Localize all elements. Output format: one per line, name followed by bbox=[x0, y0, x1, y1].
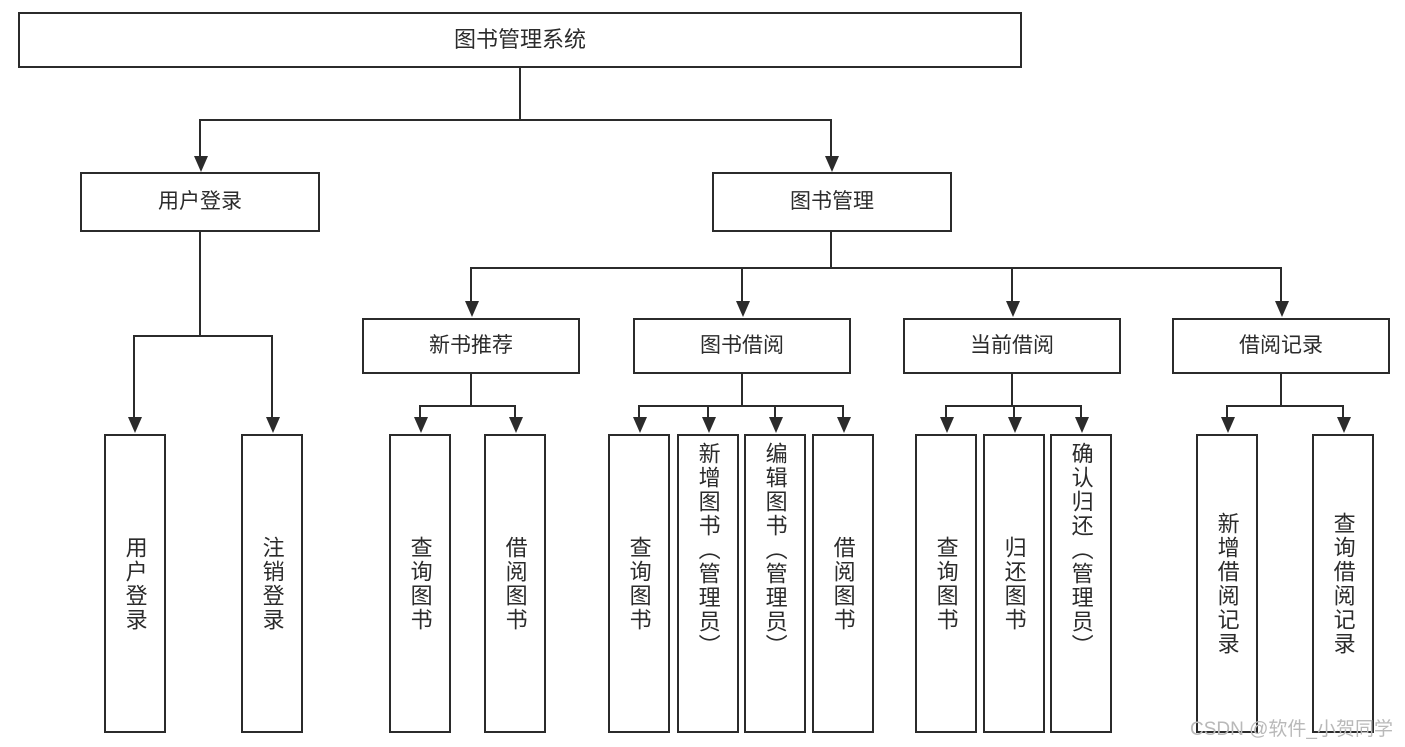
node-level3-3[interactable]: 借阅记录 bbox=[1172, 318, 1390, 374]
arrowhead-manage-1 bbox=[736, 301, 750, 317]
node-leaf-4[interactable]: 查询图书 bbox=[608, 434, 670, 733]
arrowhead-group-0-1 bbox=[509, 417, 523, 433]
node-leaf-7[interactable]: 借阅图书 bbox=[812, 434, 874, 733]
node-leaf-8[interactable]: 查询图书 bbox=[915, 434, 977, 733]
connector-group-2-drop-1 bbox=[1013, 405, 1015, 417]
connector-manage-drop-1 bbox=[741, 267, 743, 301]
node-leaf-9[interactable]: 归还图书 bbox=[983, 434, 1045, 733]
connector-login-drop-1 bbox=[271, 335, 273, 417]
arrowhead-group-1-0 bbox=[633, 417, 647, 433]
node-level3-0[interactable]: 新书推荐 bbox=[362, 318, 580, 374]
arrowhead-group-3-1 bbox=[1337, 417, 1351, 433]
node-level3-2[interactable]: 当前借阅 bbox=[903, 318, 1121, 374]
connector-group-1-stem bbox=[741, 374, 743, 406]
arrowhead-group-1-1 bbox=[702, 417, 716, 433]
arrowhead-login-1 bbox=[266, 417, 280, 433]
arrowhead-group-1-2 bbox=[769, 417, 783, 433]
node-level2-1[interactable]: 图书管理 bbox=[712, 172, 952, 232]
connector-group-3-drop-1 bbox=[1342, 405, 1344, 417]
connector-root-drop-1 bbox=[830, 119, 832, 156]
connector-login-bar bbox=[133, 335, 272, 337]
arrowhead-manage-2 bbox=[1006, 301, 1020, 317]
arrowhead-root-0 bbox=[194, 156, 208, 172]
connector-manage-stem bbox=[830, 232, 832, 268]
node-leaf-3[interactable]: 借阅图书 bbox=[484, 434, 546, 733]
connector-group-2-drop-2 bbox=[1080, 405, 1082, 417]
connector-group-1-drop-2 bbox=[774, 405, 776, 417]
connector-group-2-drop-0 bbox=[945, 405, 947, 417]
node-root[interactable]: 图书管理系统 bbox=[18, 12, 1022, 68]
node-leaf-1[interactable]: 注销登录 bbox=[241, 434, 303, 733]
arrowhead-group-3-0 bbox=[1221, 417, 1235, 433]
node-leaf-12[interactable]: 查询借阅记录 bbox=[1312, 434, 1374, 733]
arrowhead-manage-3 bbox=[1275, 301, 1289, 317]
arrowhead-group-2-2 bbox=[1075, 417, 1089, 433]
connector-root-bar bbox=[199, 119, 831, 121]
connector-manage-drop-2 bbox=[1011, 267, 1013, 301]
arrowhead-group-1-3 bbox=[837, 417, 851, 433]
connector-manage-drop-0 bbox=[470, 267, 472, 301]
arrowhead-login-0 bbox=[128, 417, 142, 433]
connector-group-3-stem bbox=[1280, 374, 1282, 406]
arrowhead-manage-0 bbox=[465, 301, 479, 317]
node-leaf-5[interactable]: 新增图书（管理员） bbox=[677, 434, 739, 733]
connector-manage-drop-3 bbox=[1280, 267, 1282, 301]
node-level2-0[interactable]: 用户登录 bbox=[80, 172, 320, 232]
connector-root-drop-0 bbox=[199, 119, 201, 156]
node-leaf-6[interactable]: 编辑图书（管理员） bbox=[744, 434, 806, 733]
connector-group-1-drop-3 bbox=[842, 405, 844, 417]
connector-group-1-drop-0 bbox=[638, 405, 640, 417]
node-level3-1[interactable]: 图书借阅 bbox=[633, 318, 851, 374]
connector-group-3-drop-0 bbox=[1226, 405, 1228, 417]
connector-login-drop-0 bbox=[133, 335, 135, 417]
node-leaf-10[interactable]: 确认归还（管理员） bbox=[1050, 434, 1112, 733]
node-leaf-11[interactable]: 新增借阅记录 bbox=[1196, 434, 1258, 733]
node-leaf-2[interactable]: 查询图书 bbox=[389, 434, 451, 733]
arrowhead-group-0-0 bbox=[414, 417, 428, 433]
connector-group-0-drop-1 bbox=[514, 405, 516, 417]
node-leaf-0[interactable]: 用户登录 bbox=[104, 434, 166, 733]
connector-login-stem bbox=[199, 232, 201, 336]
connector-group-0-stem bbox=[470, 374, 472, 406]
connector-group-1-bar bbox=[638, 405, 843, 407]
connector-manage-bar bbox=[470, 267, 1281, 269]
connector-root-stem bbox=[519, 68, 521, 120]
connector-group-2-stem bbox=[1011, 374, 1013, 406]
connector-group-2-bar bbox=[945, 405, 1080, 407]
arrowhead-group-2-1 bbox=[1008, 417, 1022, 433]
arrowhead-group-2-0 bbox=[940, 417, 954, 433]
connector-group-1-drop-1 bbox=[707, 405, 709, 417]
connector-group-0-drop-0 bbox=[419, 405, 421, 417]
arrowhead-root-1 bbox=[825, 156, 839, 172]
connector-group-0-bar bbox=[419, 405, 515, 407]
connector-group-3-bar bbox=[1226, 405, 1342, 407]
